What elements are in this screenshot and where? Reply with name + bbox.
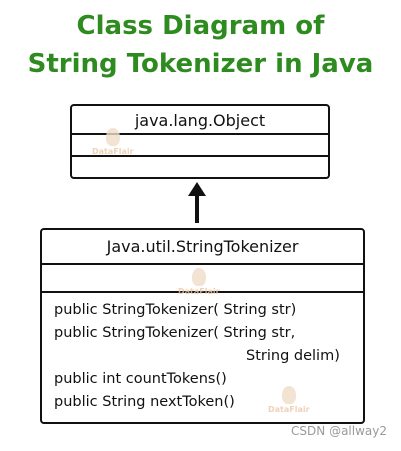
watermark-icon [281, 386, 296, 404]
watermark-text: DataFlair [92, 147, 134, 156]
diagram-title-line2: String Tokenizer in Java [27, 49, 374, 79]
watermark-logo: DataFlair [178, 268, 220, 296]
watermark-text: DataFlair [178, 287, 220, 296]
operation-constructor-str-delim-continued: String delim) [246, 348, 340, 364]
tokenizer-class-operations: public StringTokenizer( String str) publ… [42, 293, 363, 414]
object-class-operations [72, 157, 328, 177]
watermark-icon [105, 128, 120, 146]
watermark-logo: DataFlair [268, 386, 310, 414]
tokenizer-class-name: Java.util.StringTokenizer [42, 230, 363, 265]
arrow-up-icon [188, 182, 206, 223]
operation-next-token: public String nextToken() [54, 394, 235, 410]
watermark-logo: DataFlair [92, 128, 134, 156]
object-class-attributes [72, 135, 328, 157]
object-class-name: java.lang.Object [72, 106, 328, 135]
watermark-icon [191, 268, 206, 286]
watermark-text: DataFlair [268, 405, 310, 414]
diagram-title-line1: Class Diagram of [76, 11, 325, 41]
tokenizer-class-attributes [42, 265, 363, 293]
source-credit: CSDN @allway2 [291, 424, 387, 438]
operation-constructor-str-delim: public StringTokenizer( String str, [54, 325, 296, 341]
tokenizer-class-box: Java.util.StringTokenizer public StringT… [40, 228, 365, 424]
operation-count-tokens: public int countTokens() [54, 371, 227, 387]
operation-constructor-str: public StringTokenizer( String str) [54, 302, 297, 318]
